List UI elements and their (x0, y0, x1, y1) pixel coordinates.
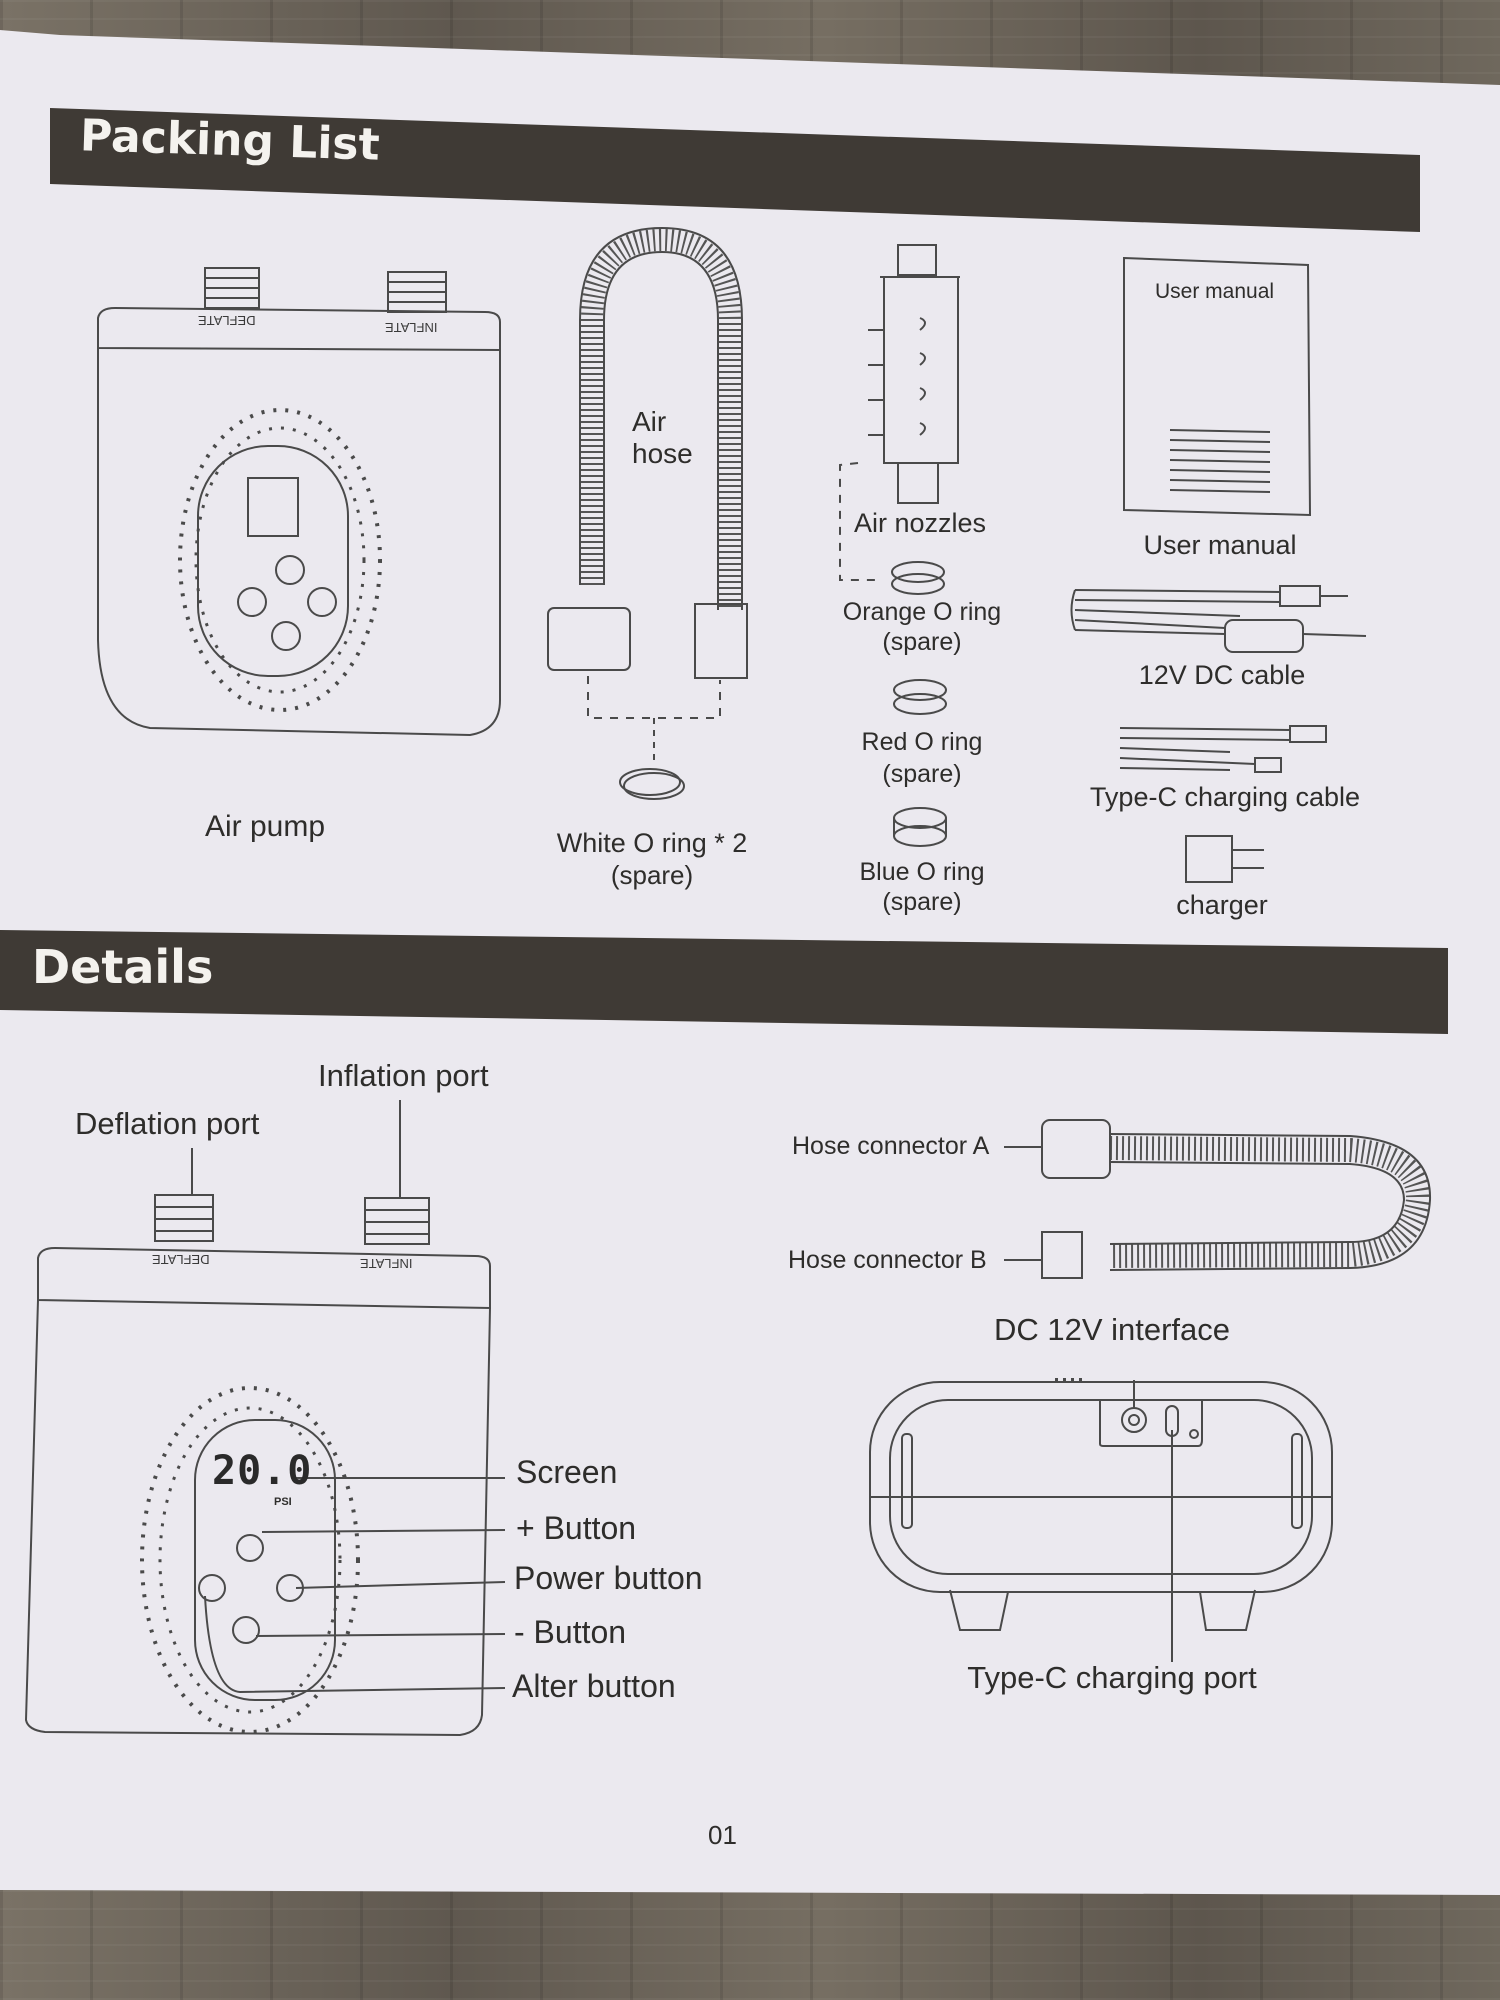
details-topview-drawing (869, 1378, 1333, 1662)
packing-list-bar (50, 108, 1420, 232)
orange-ring-spare-label: (spare) (882, 628, 962, 656)
screen-value: 20.0 (212, 1448, 313, 1494)
user-manual-drawing (1123, 256, 1312, 517)
dc-interface-label: DC 12V interface (993, 1312, 1231, 1347)
details-hose-drawing (1004, 1119, 1432, 1279)
alter-button-label: Alter button (512, 1668, 676, 1704)
air-nozzles-drawing (839, 244, 960, 847)
air-pump-drawing (97, 267, 501, 737)
inflation-port-label: Inflation port (318, 1058, 489, 1093)
screen-label: Screen (516, 1454, 618, 1490)
details-pump-drawing (24, 1100, 506, 1737)
minus-button-label: - Button (514, 1614, 627, 1650)
charger-drawing (1185, 835, 1264, 883)
white-ring-label: White O ring * 2 (556, 828, 748, 858)
details-heading: Details (32, 940, 214, 994)
manual-cover-title: User manual (1155, 280, 1275, 303)
power-button-label: Power button (514, 1560, 703, 1596)
blue-ring-spare-label: (spare) (882, 888, 962, 916)
white-ring-spare-label: (spare) (610, 860, 694, 890)
air-hose-drawing (547, 226, 748, 800)
hose-connector-b-label: Hose connector B (788, 1246, 987, 1274)
hose-connector-a-label: Hose connector A (792, 1132, 990, 1160)
packing-list-heading: Packing List (79, 110, 381, 171)
orange-ring-label: Orange O ring (842, 598, 1002, 626)
details-bar (0, 930, 1448, 1034)
red-ring-label: Red O ring (861, 728, 983, 756)
packing-drawings (97, 226, 1367, 883)
dc-cable-label: 12V DC cable (1138, 660, 1306, 690)
deflate-mark: DEFLATE (198, 313, 256, 328)
details-inflate-mark: INFLATE (360, 1256, 413, 1271)
details-deflate-mark: DEFLATE (152, 1252, 210, 1267)
page-number: 01 (708, 1820, 737, 1850)
inflate-mark: INFLATE (385, 320, 438, 335)
blue-ring-label: Blue O ring (859, 858, 985, 886)
red-ring-spare-label: (spare) (882, 760, 962, 788)
air-nozzles-label: Air nozzles (853, 508, 987, 538)
typec-port-label: Type-C charging port (967, 1660, 1257, 1695)
user-manual-label: User manual (1143, 530, 1297, 560)
charger-label: charger (1176, 890, 1268, 920)
details-drawings (24, 1100, 1432, 1737)
typec-cable-drawing (1119, 725, 1327, 773)
air-hose-label-2: hose (632, 438, 693, 469)
dc-cable-drawing (1070, 585, 1367, 653)
air-pump-label: Air pump (205, 810, 326, 843)
screen-unit: PSI (274, 1496, 292, 1508)
deflation-port-label: Deflation port (75, 1106, 260, 1141)
plus-button-label: + Button (516, 1510, 637, 1546)
typec-cable-label: Type-C charging cable (1089, 782, 1361, 812)
air-hose-label-1: Air (632, 406, 667, 437)
